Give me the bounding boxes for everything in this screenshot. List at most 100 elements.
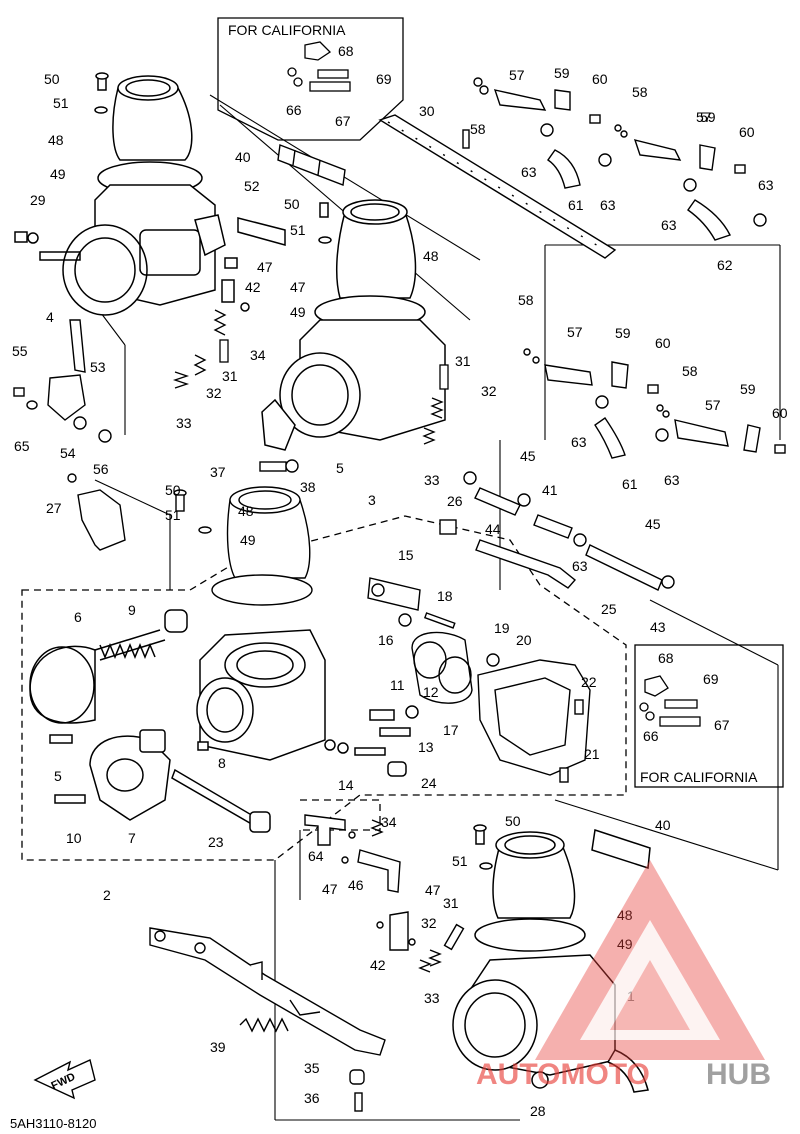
screw-5-main [49, 734, 73, 744]
callout-25: 25 [601, 601, 617, 617]
screw-31-mid [439, 364, 449, 390]
adjuster-springs-left [172, 309, 449, 837]
callout-6: 6 [74, 609, 82, 625]
callout-5: 5 [54, 768, 62, 784]
callout-31: 31 [222, 368, 238, 384]
screw-31-bottom [443, 923, 465, 951]
watermark-logo: AUTOMOTO HUB [476, 860, 771, 1091]
screw-10 [54, 794, 86, 804]
bolt-30 [462, 129, 470, 149]
callout-7: 7 [128, 830, 136, 846]
callout-59: 59 [615, 325, 631, 341]
float-17 [411, 631, 473, 704]
callout-32: 32 [421, 915, 437, 931]
callout-29: 29 [30, 192, 46, 208]
screw-31-top [219, 339, 229, 363]
throttle-lever-group [13, 319, 126, 551]
callout-40: 40 [235, 149, 251, 165]
forward-arrow: FWD [33, 1059, 96, 1100]
fitting-57a [493, 89, 547, 111]
callout-68: 68 [658, 650, 674, 666]
callout-48: 48 [238, 503, 254, 519]
callout-47: 47 [322, 881, 338, 897]
callout-42: 42 [370, 957, 386, 973]
callout-52: 52 [244, 178, 260, 194]
callout-51: 51 [53, 95, 69, 111]
callout-19: 19 [494, 620, 510, 636]
callout-11: 11 [390, 677, 405, 693]
callout-51: 51 [290, 222, 306, 238]
watermark-brand-suffix: HUB [706, 1058, 771, 1091]
screw-22 [574, 699, 584, 715]
callout-49: 49 [290, 304, 306, 320]
callout-60: 60 [739, 124, 755, 140]
callout-47: 47 [425, 882, 441, 898]
screw-50-mid [175, 494, 185, 512]
bracket-27 [77, 489, 126, 551]
pipe-43 [585, 544, 663, 591]
callout-10: 10 [66, 830, 82, 846]
callout-66: 66 [286, 102, 302, 118]
spacer-26 [439, 519, 457, 535]
connecting-pipes [439, 471, 675, 591]
callout-59: 59 [740, 381, 756, 397]
callout-33: 33 [424, 990, 440, 1006]
callout-61: 61 [568, 197, 584, 213]
callout-38: 38 [300, 479, 316, 495]
callout-63: 63 [758, 177, 774, 193]
plate-68-top [304, 41, 332, 61]
throttle-linkage [149, 927, 386, 1112]
callout-48: 48 [617, 907, 633, 923]
callout-46: 46 [348, 877, 364, 893]
piston-valve-7 [89, 735, 171, 821]
pin-18 [423, 612, 456, 629]
hose-62 [687, 199, 731, 241]
callout-13: 13 [418, 739, 434, 755]
callout-34: 34 [250, 347, 266, 363]
linkage-bar [149, 927, 386, 1056]
callout-50: 50 [284, 196, 300, 212]
part-code: 5AH3110-8120 [10, 1116, 97, 1131]
lever-bracket-53 [47, 374, 86, 421]
callout-58: 58 [518, 292, 534, 308]
washer-38 [285, 459, 299, 473]
callout-24: 24 [421, 775, 437, 791]
screw-14 [354, 747, 386, 756]
screw-12 [405, 705, 419, 719]
spring-32-bottom [428, 949, 442, 967]
callout-42: 42 [245, 279, 261, 295]
callout-21: 21 [584, 746, 600, 762]
callout-32: 32 [206, 385, 222, 401]
callout-54: 54 [60, 445, 76, 461]
callout-4: 4 [46, 309, 54, 325]
callout-20: 20 [516, 632, 532, 648]
bracket-top-middle [261, 398, 296, 451]
callout-67: 67 [335, 113, 351, 129]
callout-69: 69 [703, 671, 719, 687]
callout-15: 15 [398, 547, 414, 563]
callout-67: 67 [714, 717, 730, 733]
california-parts-bottom [639, 675, 701, 727]
spring-33-bottom [418, 959, 432, 973]
inset-labels: FOR CALIFORNIA FOR CALIFORNIA [228, 22, 758, 785]
callout-31: 31 [455, 353, 471, 369]
callout-60: 60 [655, 335, 671, 351]
callout-17: 17 [443, 722, 459, 738]
spring-32-top [193, 354, 207, 376]
hose-assembly-top-right [378, 77, 767, 259]
callout-34: 34 [381, 814, 397, 830]
carburetor-assembly-top-middle [221, 199, 446, 451]
callout-3: 3 [368, 492, 376, 508]
screw-13 [379, 727, 411, 737]
needle-23 [171, 768, 264, 832]
hose-46 [357, 849, 401, 893]
callout-56: 56 [93, 461, 109, 477]
callout-57: 57 [696, 109, 712, 125]
bottom-pipes [304, 814, 465, 973]
callout-40: 40 [655, 817, 671, 833]
callout-58: 58 [632, 84, 648, 100]
spring-39 [239, 1017, 289, 1033]
california-parts-top [287, 41, 351, 92]
callout-48: 48 [423, 248, 439, 264]
